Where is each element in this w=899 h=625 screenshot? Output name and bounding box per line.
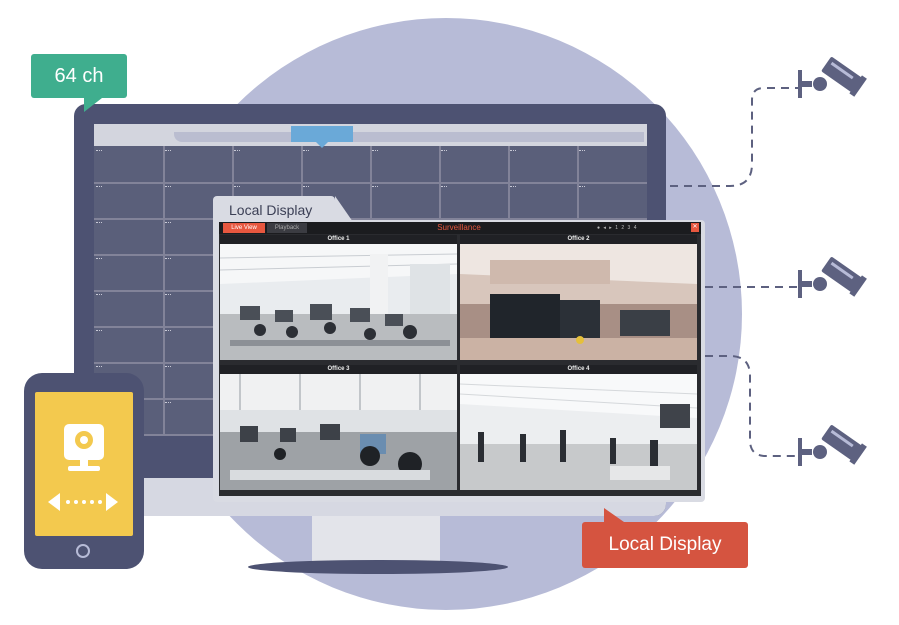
local-display-badge: Local Display [582,522,748,568]
channel-cell-marker [510,186,516,190]
camera-label: Office 2 [460,235,697,244]
channel-cell-marker [165,294,171,298]
camera-feed [220,244,457,360]
camera-tile-office-3[interactable]: Office 3 [220,365,457,490]
ip-camera-icon [64,424,104,477]
channels-badge: 64 ch [31,54,127,98]
channel-cell-marker [579,150,585,154]
channel-cell-marker [165,186,171,190]
channel-cell-marker [96,186,102,190]
channel-cell-marker [165,222,171,226]
window-tab[interactable]: Local Display [213,196,335,222]
cctv-camera-icon [798,424,868,479]
screen-toolbar-handle[interactable] [291,126,353,142]
channel-cell-marker [510,150,516,154]
live-view-button[interactable]: Live View [223,223,265,233]
layout-controls[interactable]: ● ◂ ▸ 1 2 3 4 [597,225,638,231]
channel-cell-marker [165,150,171,154]
cctv-camera-icon [798,56,868,111]
channel-cell-marker [96,294,102,298]
camera-feed [460,244,697,360]
channel-cell-marker [234,150,240,154]
channel-cell-marker [234,186,240,190]
channel-cell-marker [96,366,102,370]
channel-cell-marker [372,186,378,190]
camera-feed [220,374,457,490]
channel-cell-marker [96,258,102,262]
channel-cell-marker [165,330,171,334]
grid-line [94,218,647,220]
connection-line-top [670,87,800,187]
app-toolbar: Live View Playback Surveillance ● ◂ ▸ 1 … [219,222,701,234]
window-tab-edge [335,196,353,222]
app-title: Surveillance [437,223,481,232]
channel-cell-marker [165,258,171,262]
cctv-camera-icon [798,256,868,311]
channel-cell-marker [96,150,102,154]
playback-button[interactable]: Playback [267,223,307,233]
channel-cell-marker [165,366,171,370]
channel-cell-marker [96,330,102,334]
phone-home-button[interactable] [76,544,90,558]
monitor-stand-base [248,560,508,574]
camera-tile-office-1[interactable]: Office 1 [220,235,457,360]
close-button[interactable]: ✕ [691,223,699,232]
channel-cell-marker [441,186,447,190]
camera-label: Office 1 [220,235,457,244]
channel-cell-marker [303,150,309,154]
channel-cell-marker [441,150,447,154]
screen-toolbar [94,124,647,146]
channel-cell-marker [579,186,585,190]
channel-cell-marker [372,150,378,154]
screen-toolbar-handle-pointer [316,142,328,148]
surveillance-app: Live View Playback Surveillance ● ◂ ▸ 1 … [219,222,701,496]
grid-line [94,182,647,184]
camera-tile-office-2[interactable]: Office 2 [460,235,697,360]
connection-line-bottom [705,355,800,457]
camera-feed [460,374,697,490]
screen-toolbar-track [174,132,644,142]
monitor-stand-neck [312,516,440,562]
camera-label: Office 3 [220,365,457,374]
camera-label: Office 4 [460,365,697,374]
channel-cell-marker [96,222,102,226]
channels-badge-pointer [84,98,102,112]
camera-tile-office-4[interactable]: Office 4 [460,365,697,490]
channel-cell-marker [165,402,171,406]
channel-cell-marker [303,186,309,190]
local-display-badge-pointer [604,508,624,522]
double-arrow-icon [48,490,118,519]
